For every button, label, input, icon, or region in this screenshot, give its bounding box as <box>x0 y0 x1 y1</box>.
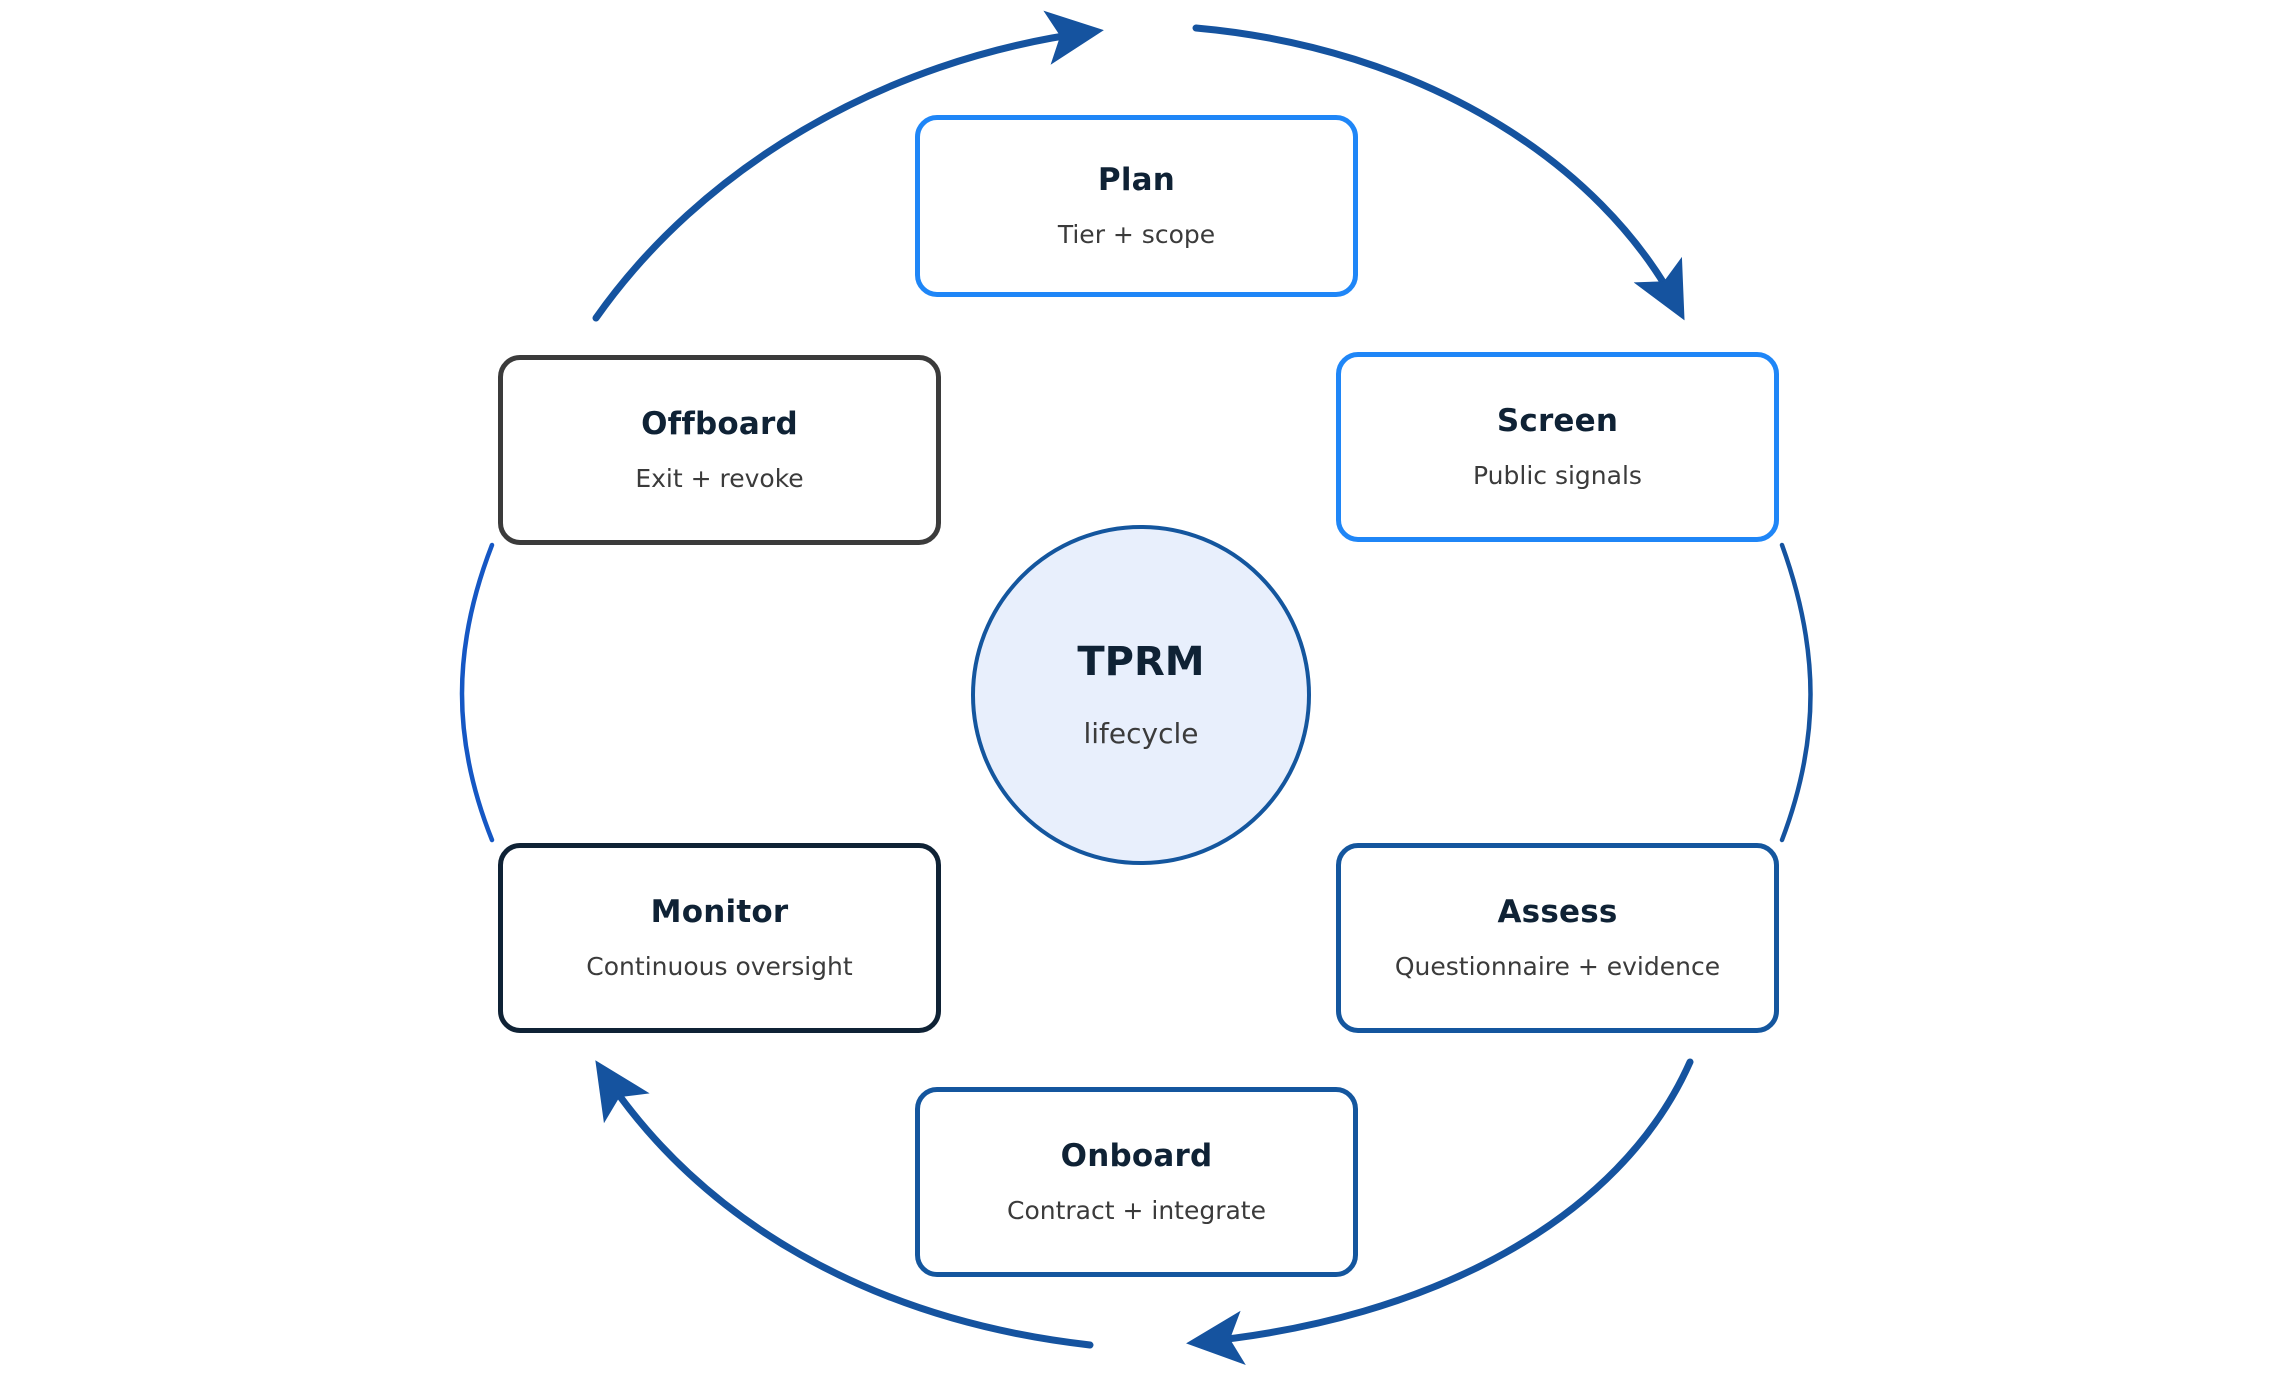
node-screen-subtitle: Public signals <box>1473 461 1642 490</box>
node-offboard[interactable]: Offboard Exit + revoke <box>498 355 941 545</box>
node-plan-title: Plan <box>1097 162 1176 198</box>
node-assess-title: Assess <box>1497 894 1618 930</box>
node-screen[interactable]: Screen Public signals <box>1336 352 1779 542</box>
connector-monitor-to-offboard <box>459 542 495 843</box>
node-monitor[interactable]: Monitor Continuous oversight <box>498 843 941 1033</box>
node-screen-title: Screen <box>1496 403 1619 439</box>
node-monitor-title: Monitor <box>650 894 789 930</box>
node-plan-subtitle: Tier + scope <box>1057 220 1216 249</box>
node-offboard-subtitle: Exit + revoke <box>635 464 804 493</box>
node-onboard-subtitle: Contract + integrate <box>1006 1196 1266 1225</box>
center-hub-title: TPRM <box>1077 639 1205 685</box>
connector-plan-to-screen <box>1192 24 1685 321</box>
connector-screen-to-assess <box>1779 542 1813 843</box>
node-onboard[interactable]: Onboard Contract + integrate <box>915 1087 1358 1277</box>
connector-offboard-to-plan <box>592 10 1104 322</box>
center-hub[interactable]: TPRM lifecycle <box>971 525 1311 865</box>
connector-onboard-to-monitor <box>595 1060 1094 1349</box>
node-monitor-subtitle: Continuous oversight <box>586 952 853 981</box>
node-plan[interactable]: Plan Tier + scope <box>915 115 1358 297</box>
node-assess[interactable]: Assess Questionnaire + evidence <box>1336 843 1779 1033</box>
connector-assess-to-onboard <box>1186 1058 1694 1366</box>
node-assess-subtitle: Questionnaire + evidence <box>1394 952 1721 981</box>
node-offboard-title: Offboard <box>641 406 798 442</box>
center-hub-subtitle: lifecycle <box>1083 717 1199 750</box>
node-onboard-title: Onboard <box>1060 1138 1213 1174</box>
